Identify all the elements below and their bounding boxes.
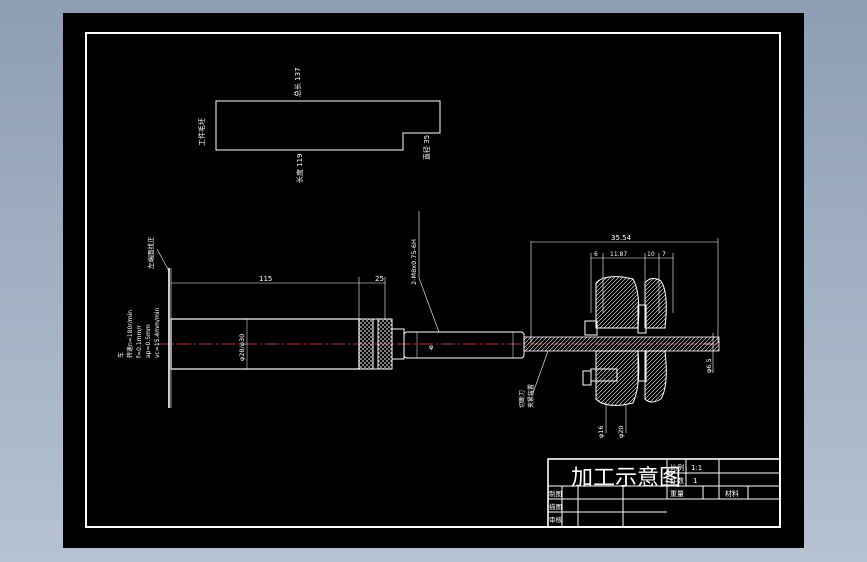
inner-border (85, 32, 781, 528)
qty-value: 1 (693, 477, 697, 485)
dim-step: 25 (375, 275, 384, 283)
dim-segment: 6 (594, 251, 598, 258)
dim-bottom: φ20 (617, 425, 625, 438)
stock-sketch: 总长 137 工件毛坯 长度 119 直径 35 (197, 67, 441, 183)
scale-value: 1:1 (691, 464, 702, 472)
dim-diameter: φ28/φ30 (238, 334, 246, 361)
dim-total: 35.54 (611, 234, 632, 242)
dim-segment: 11.87 (610, 251, 627, 258)
side-note: vc=15.4mm/min (154, 308, 161, 358)
material-label: 材料 (725, 489, 739, 498)
part-callout: 切断刀 (518, 390, 526, 408)
qty-label: 件数 (670, 476, 684, 485)
dim-length: 115 (259, 275, 272, 283)
stock-right-label: 直径 35 (422, 135, 431, 160)
dim-right: φ6.5 (705, 358, 713, 373)
stock-top-label: 总长 137 (293, 67, 302, 97)
checker-label: 描图 (549, 502, 562, 511)
dim-bottom: φ16 (597, 425, 605, 438)
dim-segment: 7 (662, 251, 666, 258)
side-note: 转速n=180r/min (126, 310, 134, 358)
thread-callout: 2-M8x0.75-6H (410, 239, 418, 285)
stock-left-label: 工件毛坯 (197, 118, 206, 146)
vertical-label: 左端面找正 (146, 236, 155, 269)
detail-view: 35.54 6 11.87 10 7 φ6.5 φ16 φ20 (530, 234, 719, 438)
dim-segment: 10 (647, 251, 655, 258)
part-callout: 夹紧装置 (527, 384, 535, 408)
weight-label: 重量 (670, 490, 684, 498)
stock-bottom-label: 长度 119 (295, 153, 304, 183)
fixture-assembly: 左端面找正 车 转速n=180r/min f=0.1mm/r ap=0.5mm … (117, 211, 720, 408)
title-text: 加工示意图 (571, 466, 681, 491)
side-note: 车 (117, 352, 125, 358)
cad-drawing: 总长 137 工件毛坯 长度 119 直径 35 左端面找正 车 转速n=180… (85, 32, 781, 528)
side-note: ap=0.5mm (145, 324, 152, 358)
drawing-sheet: 总长 137 工件毛坯 长度 119 直径 35 左端面找正 车 转速n=180… (63, 13, 804, 548)
side-note: f=0.1mm/r (136, 325, 143, 358)
title-block (547, 458, 781, 528)
reviewer-label: 审核 (549, 515, 563, 524)
phi-small: φ (429, 343, 433, 351)
scale-label: 比例 (670, 463, 684, 472)
designer-label: 制图 (549, 489, 562, 498)
